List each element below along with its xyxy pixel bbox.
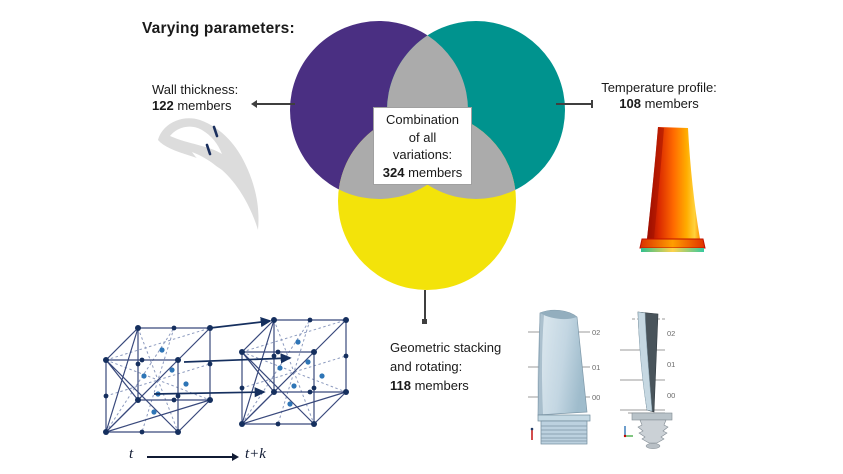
geometric-label-line1: Geometric stacking xyxy=(390,340,502,355)
front-section-label-00: 00 xyxy=(592,393,600,402)
center-box-line1: Combination xyxy=(386,112,459,127)
center-box-count: 324 xyxy=(382,164,405,180)
bottom-connector-cap xyxy=(422,319,427,324)
bottom-connector-line xyxy=(424,290,426,320)
geometric-members: members xyxy=(410,378,469,393)
temperature-callout: Temperature profile: 108 members xyxy=(584,80,734,112)
wall-thickness-members: members xyxy=(173,98,232,113)
stacked-blade-side-illustration: 02 01 00 xyxy=(620,311,675,449)
geometric-count: 118 xyxy=(390,378,411,393)
temperature-label: Temperature profile: xyxy=(601,80,717,95)
stacked-blade-front-illustration: 02 01 00 xyxy=(528,309,600,445)
left-connector-line xyxy=(257,103,295,105)
thickness-marker-icons xyxy=(205,125,219,156)
time-arrow-line xyxy=(147,456,233,458)
temperature-members: members xyxy=(640,96,699,111)
temperature-count: 108 xyxy=(619,96,641,111)
front-section-label-02: 02 xyxy=(592,328,600,337)
geometric-label-line2: and rotating: xyxy=(390,359,463,374)
page-title: Varying parameters: xyxy=(142,20,295,37)
wall-thickness-callout: Wall thickness: 122 members xyxy=(152,82,238,114)
right-connector-tick xyxy=(591,100,593,108)
time-arrow-head xyxy=(232,453,239,461)
center-box-line2: of all xyxy=(408,129,437,145)
time-label-tk: t+k xyxy=(245,446,266,462)
geometric-callout: Geometric stacking and rotating: 118 mem… xyxy=(390,338,501,395)
wall-thickness-count: 122 xyxy=(152,98,174,113)
axis-triad-icon xyxy=(623,426,633,438)
front-section-label-01: 01 xyxy=(592,363,600,372)
temperature-blade-illustration xyxy=(639,127,706,252)
left-connector-arrowhead xyxy=(251,100,257,108)
time-label-t: t xyxy=(129,446,134,462)
center-box-line3: variations: xyxy=(392,147,453,162)
right-connector-line xyxy=(556,103,592,105)
side-section-label-00: 00 xyxy=(667,391,675,400)
venn-center-box: Combination of all variations: 324 membe… xyxy=(373,107,472,185)
temporal-graph-illustration xyxy=(102,316,350,436)
wall-thickness-blade-profile-illustration xyxy=(158,118,259,230)
center-box-members: members xyxy=(404,164,463,180)
wall-thickness-label: Wall thickness: xyxy=(152,82,239,97)
axis-triad-icon xyxy=(530,427,534,440)
side-section-label-01: 01 xyxy=(667,360,675,369)
side-section-label-02: 02 xyxy=(667,329,675,338)
